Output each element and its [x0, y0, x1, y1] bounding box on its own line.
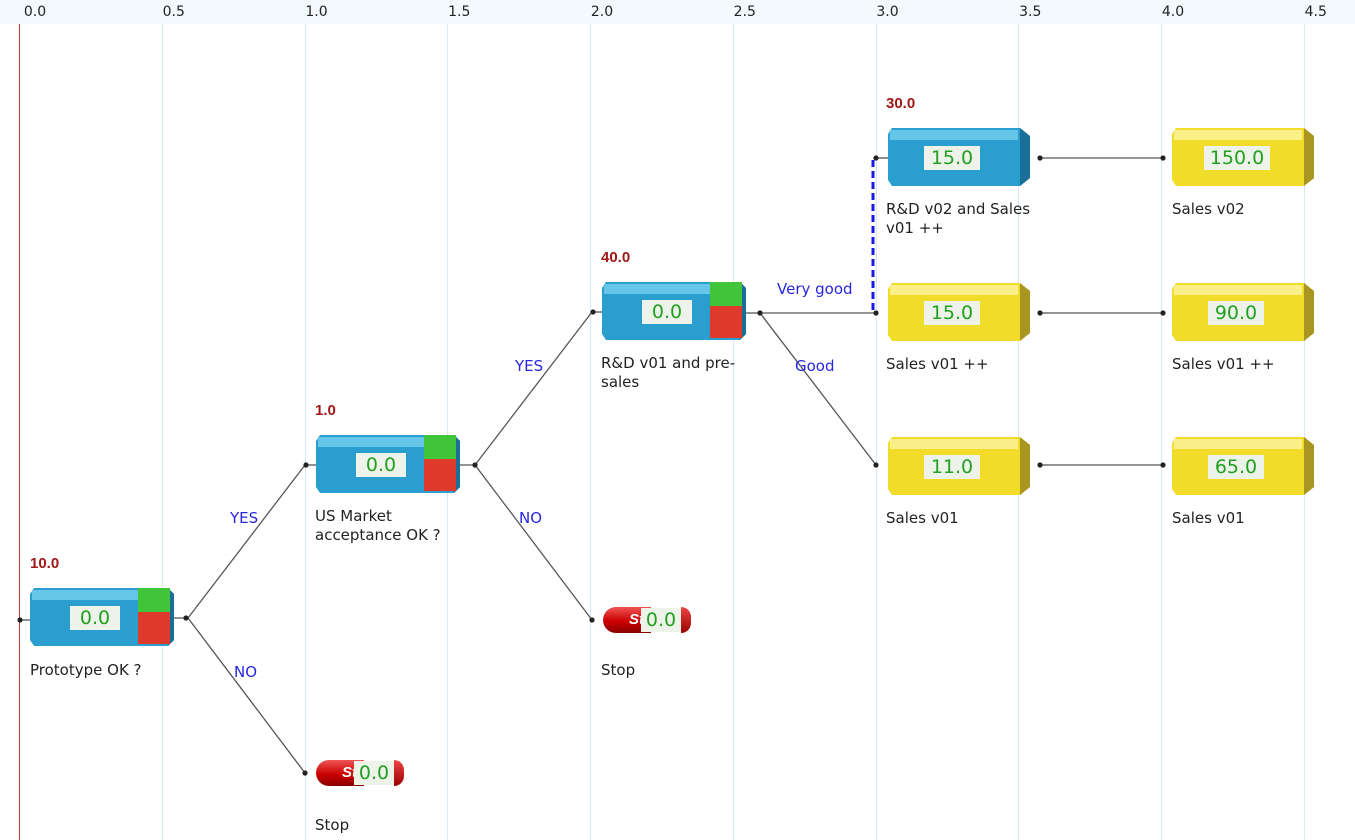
stop-node-1[interactable]: St 0.0	[316, 760, 408, 786]
gridline	[19, 24, 20, 840]
ruler-tick-label: 3.0	[876, 4, 899, 20]
branch-label-very-good: Very good	[777, 280, 853, 298]
outcome-node-sales-v02-end[interactable]: 150.0	[1172, 128, 1316, 186]
caption-stop-1: Stop	[315, 816, 350, 834]
node-value: 65.0	[1208, 455, 1264, 479]
decision-node-us-market[interactable]: 0.0	[316, 435, 462, 493]
ruler-tick-label: 3.5	[1019, 4, 1042, 20]
node-value: 0.0	[354, 761, 394, 785]
gridline	[304, 24, 306, 840]
gridline	[1161, 24, 1162, 840]
amount-us-market: 1.0	[315, 402, 336, 419]
wire-us-no	[474, 464, 593, 621]
branch-label-good: Good	[795, 357, 835, 375]
node-value: 15.0	[924, 146, 980, 170]
gridline	[447, 24, 449, 840]
node-value: 150.0	[1204, 146, 1270, 170]
outcome-node-sales-v01-pp-end[interactable]: 90.0	[1172, 283, 1316, 341]
branch-label-proto-yes: YES	[230, 509, 259, 527]
caption-sales-v02-end: Sales v02	[1172, 200, 1245, 218]
branch-label-us-yes: YES	[515, 357, 544, 375]
ruler-tick-label: 2.0	[590, 4, 614, 20]
wire-us-yes	[474, 311, 593, 466]
node-value: 90.0	[1208, 301, 1264, 325]
decision-node-rd-v02[interactable]: 15.0	[888, 128, 1032, 186]
ruler-tick-label: 0.0	[23, 4, 47, 20]
ruler-tick-label: 4.0	[1161, 4, 1185, 20]
outcome-node-sales-v01[interactable]: 11.0	[888, 437, 1032, 495]
outcome-node-sales-v01-end[interactable]: 65.0	[1172, 437, 1316, 495]
amount-rd-v02: 30.0	[886, 95, 916, 112]
node-value: 0.0	[641, 608, 681, 632]
caption-stop-2: Stop	[601, 661, 636, 679]
caption-sales-v01-pp-end: Sales v01 ++	[1172, 355, 1275, 373]
caption-rd-v01: R&D v01 and pre-sales	[601, 354, 736, 391]
node-value: 11.0	[924, 455, 980, 479]
node-value: 0.0	[70, 606, 120, 630]
amount-rd-v01: 40.0	[601, 249, 631, 266]
gridline	[732, 24, 734, 840]
node-value: 0.0	[356, 453, 406, 477]
gridline	[161, 24, 163, 840]
branch-label-proto-no: NO	[234, 663, 258, 681]
outcome-node-sales-v01-pp[interactable]: 15.0	[888, 283, 1032, 341]
time-ruler: 0.0 0.5 1.0 1.5 2.0 2.5 3.0 3.5 4.0 4.5	[0, 0, 1355, 24]
ruler-tick-label: 1.5	[448, 4, 471, 20]
ruler-tick-label: 0.5	[162, 4, 185, 20]
wire-rd-good	[759, 312, 877, 466]
caption-sales-v01-pp: Sales v01 ++	[886, 355, 989, 373]
stop-node-2[interactable]: St 0.0	[603, 607, 695, 633]
branch-label-us-no: NO	[519, 509, 543, 527]
caption-sales-v01: Sales v01	[886, 509, 959, 527]
stop-cap	[681, 607, 691, 633]
caption-us-market: US Market acceptance OK ?	[315, 507, 441, 544]
decision-node-prototype[interactable]: 0.0	[30, 588, 176, 646]
ruler-tick-label: 1.0	[305, 4, 328, 20]
node-value: 15.0	[924, 301, 980, 325]
caption-sales-v01-end: Sales v01	[1172, 509, 1245, 527]
gridline	[1018, 24, 1020, 840]
wire-proto-no	[187, 617, 306, 774]
gridline	[590, 24, 591, 840]
decision-node-rd-v01[interactable]: 0.0	[602, 282, 748, 340]
ruler-tick-label: 2.5	[733, 4, 756, 20]
wire-proto-yes	[187, 464, 306, 619]
gridline	[875, 24, 877, 840]
caption-prototype: Prototype OK ?	[30, 661, 142, 679]
node-value: 0.0	[642, 300, 692, 324]
gridline	[1303, 24, 1305, 840]
ruler-tick-label: 4.5	[1304, 4, 1327, 20]
stop-cap	[394, 760, 404, 786]
caption-rd-v02: R&D v02 and Sales v01 ++	[886, 200, 1031, 237]
amount-prototype: 10.0	[30, 555, 60, 572]
